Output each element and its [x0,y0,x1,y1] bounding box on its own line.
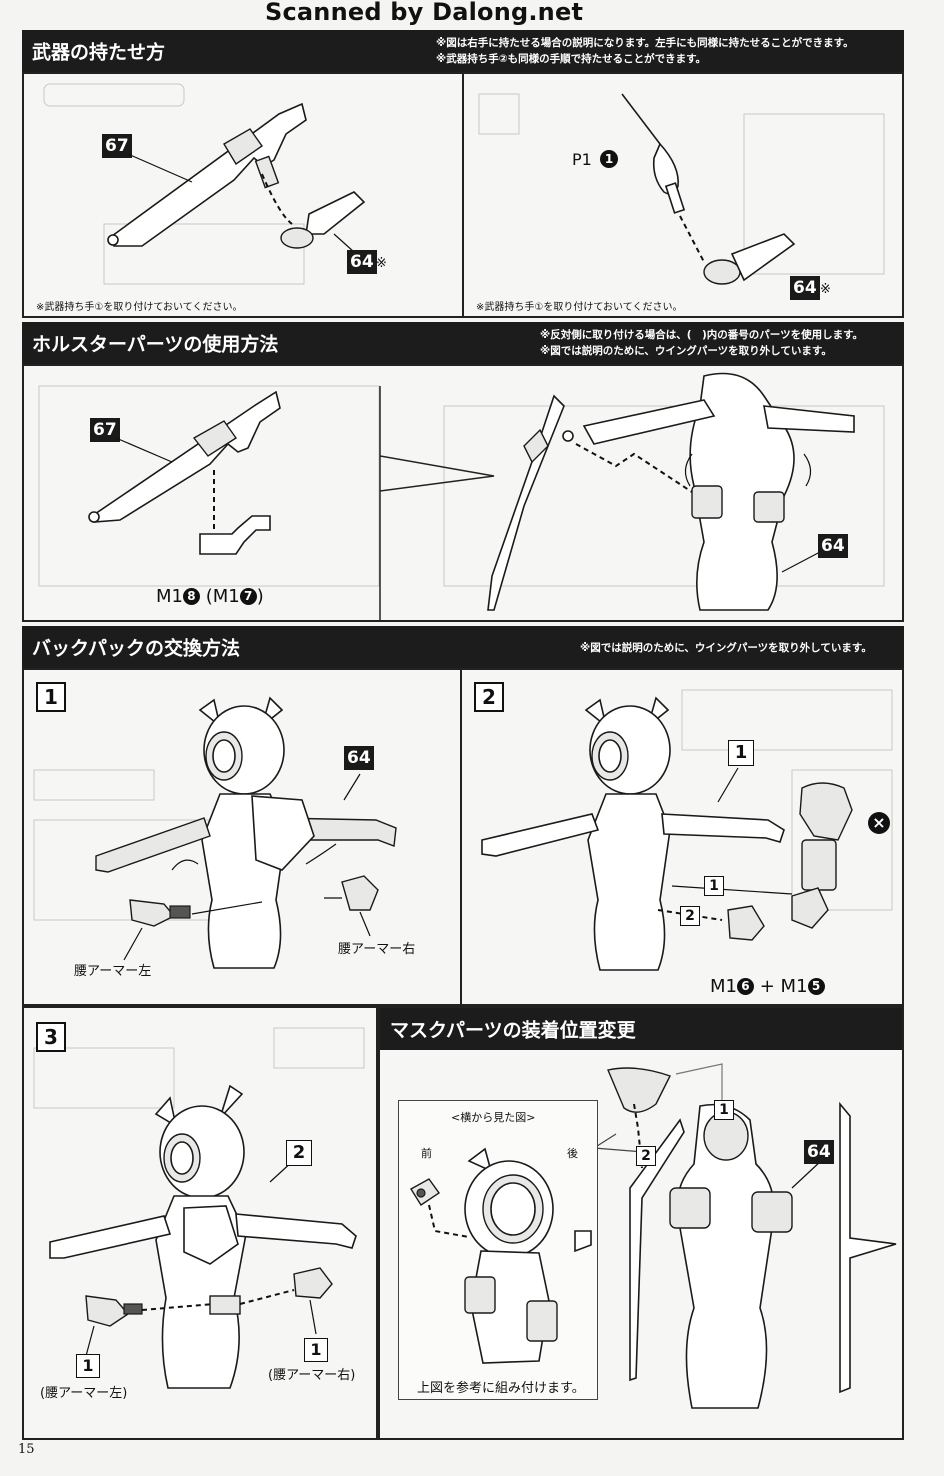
figure-back-illustration [33,696,397,969]
m-number-circle: 6 [736,978,754,995]
sub-callout-1: 1 [704,876,724,896]
part-number-64: 64 [347,250,377,274]
section-header-backpack: バックパックの交換方法 [22,626,904,668]
section-title: ホルスターパーツの使用方法 [32,333,279,356]
waist-armor-right-label: (腰アーマー右) [268,1368,356,1383]
part-number-64: 64 [790,276,820,300]
hand-mark: ※ [820,282,831,297]
leader-lines [127,153,355,253]
part-number-64: 64 [344,746,374,770]
waist-armor-right-label: 腰アーマー右 [338,942,416,957]
callout-1: 1 [728,740,754,766]
panel-weapon-hold-right: P1 1 64 ※ ※武器持ち手①を取り付けておいてください。 [462,72,904,318]
waist-armor-left-label: (腰アーマー左) [40,1386,128,1401]
side-view-illustration [410,1147,592,1364]
mask-illustration [592,1063,897,1409]
part-number-64: 64 [804,1140,834,1164]
sub-callout-2: 2 [680,906,700,926]
section-title: バックパックの交換方法 [32,637,241,660]
m-number-circle: 7 [239,588,257,605]
section-header-mask: マスクパーツの装着位置変更 [380,1008,902,1050]
m-number-circle: 5 [807,978,825,995]
note: ※反対側に取り付ける場合は、( )内の番号のパーツを使用します。 [540,329,864,341]
figure-back-illustration [33,1027,365,1389]
weapon-illustration [43,83,366,285]
note: ※武器持ち手②も同様の手順で持たせることができます。 [436,53,707,65]
step-number: 1 [36,682,66,712]
step-number: 3 [36,1022,66,1052]
figure-back-illustration [481,689,893,971]
panel-backpack-step3: 3 2 1 (腰アーマー左) 1 (腰アーマー右) [22,1006,378,1440]
side-view-inset: <横から見た図> 前 後 上図を参考に組み付けます。 [398,1100,598,1400]
section-header-holster: ホルスターパーツの使用方法 [22,322,904,364]
panel-backpack-step1: 1 64 腰アーマー左 腰アーマー右 [22,668,462,1006]
part-number-67: 67 [102,134,132,158]
sub-callout-2: 2 [636,1146,656,1166]
note: ※図では説明のために、ウイングパーツを取り外しています。 [580,642,872,654]
hand-tool-illustration [478,93,885,285]
leader-lines [115,437,821,573]
part-number-64: 64 [818,534,848,558]
p-number-circle: 1 [600,150,618,168]
watermark: Scanned by Dalong.net [265,0,584,26]
inset-caption: 上図を参考に組み付けます。 [417,1381,585,1396]
callout-1-right: 1 [304,1338,328,1362]
waist-armor-left-label: 腰アーマー左 [74,964,152,979]
sub-callout-1: 1 [714,1100,734,1120]
part-number-67: 67 [90,418,120,442]
front-label: 前 [421,1147,432,1160]
hand-mark: ※ [376,256,387,271]
note: ※図は右手に持たせる場合の説明になります。左手にも同様に持たせることができます。 [436,37,854,49]
step-number: 2 [474,682,504,712]
p-label: P1 [572,150,592,169]
holster-illustration [38,372,885,620]
section-title: マスクパーツの装着位置変更 [390,1019,636,1042]
page-number: 15 [18,1442,35,1457]
panel-weapon-hold-left: 67 64 ※ ※武器持ち手①を取り付けておいてください。 [22,72,464,318]
section-title: 武器の持たせ方 [32,41,166,64]
callout-2: 2 [286,1140,312,1166]
section-header-weapon-hold: 武器の持たせ方 [22,30,904,72]
m-number-circle: 8 [182,588,200,605]
inset-title: <横から見た図> [451,1111,536,1124]
panel-mask-position: マスクパーツの装着位置変更 <横から見た図> 前 後 [378,1006,904,1440]
caption: ※武器持ち手①を取り付けておいてください。 [476,302,683,313]
back-label: 後 [567,1147,578,1160]
callout-1-left: 1 [76,1354,100,1378]
remove-x-icon: × [868,812,890,834]
note: ※図では説明のために、ウイングパーツを取り外しています。 [540,345,832,357]
caption: ※武器持ち手①を取り付けておいてください。 [36,302,243,313]
